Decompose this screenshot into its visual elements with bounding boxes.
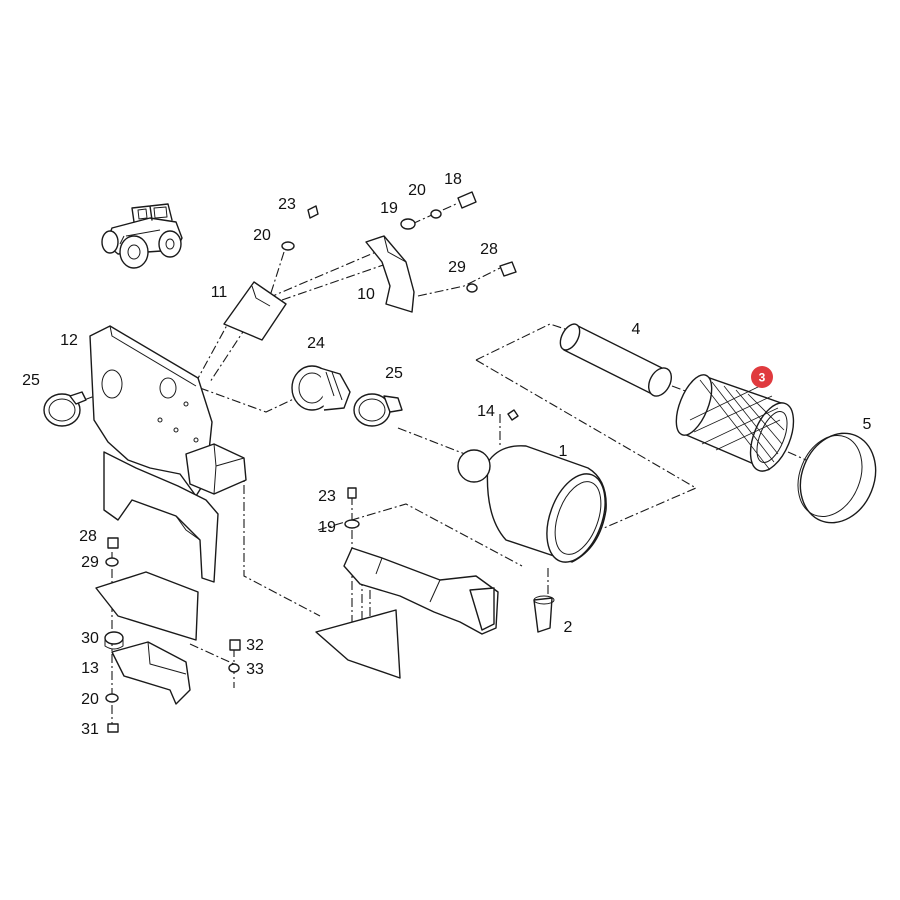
callout-3: 3 — [759, 371, 766, 385]
callout-29-top: 29 — [448, 259, 466, 276]
fasteners — [105, 191, 517, 733]
part-12-panel — [89, 325, 213, 497]
callout-24: 24 — [307, 335, 325, 352]
part-24-elbow-hose — [291, 365, 351, 411]
callout-18: 18 — [444, 171, 462, 188]
callout-4: 4 — [632, 321, 641, 338]
part-30-rubber-mount — [104, 631, 124, 650]
callout-20-upper-left: 20 — [253, 227, 271, 244]
part-mounting-bracket — [343, 547, 499, 635]
callout-25-right: 25 — [385, 365, 403, 382]
callout-14: 14 — [477, 403, 495, 420]
part-lower-shield — [103, 451, 219, 583]
part-5-end-cap — [797, 432, 877, 524]
tractor-icon — [101, 203, 183, 269]
callout-labels: 1 2 4 5 10 11 12 13 14 18 19 19 20 20 20… — [22, 171, 871, 738]
part-lower-plate — [95, 571, 199, 641]
callout-5: 5 — [863, 416, 872, 433]
callout-19-center: 19 — [318, 519, 336, 536]
callout-25-left: 25 — [22, 372, 40, 389]
part-mounting-plate — [315, 609, 401, 679]
callout-10: 10 — [357, 286, 375, 303]
callout-20-top: 20 — [408, 182, 426, 199]
callout-12: 12 — [60, 332, 78, 349]
part-air-duct — [185, 443, 247, 495]
callout-13: 13 — [81, 660, 99, 677]
callout-28-left: 28 — [79, 528, 97, 545]
highlight-badge-part-3[interactable]: 3 — [751, 366, 773, 388]
callout-33: 33 — [246, 661, 264, 678]
callout-23-center: 23 — [318, 488, 336, 505]
part-25-clamp-left — [43, 391, 87, 427]
callout-31: 31 — [81, 721, 99, 738]
part-1-filter-housing — [457, 409, 607, 563]
callout-28-top: 28 — [480, 241, 498, 258]
callout-32: 32 — [246, 637, 264, 654]
callout-19-top: 19 — [380, 200, 398, 217]
callout-29-left: 29 — [81, 554, 99, 571]
callout-11: 11 — [211, 284, 228, 301]
part-10-bracket — [365, 235, 415, 313]
part-3-mesh-filter-element — [675, 374, 795, 472]
callout-30: 30 — [81, 630, 99, 647]
part-2-valve — [533, 595, 555, 633]
callout-1: 1 — [559, 443, 568, 460]
callout-20-lower: 20 — [81, 691, 99, 708]
part-4-inner-filter — [559, 323, 672, 397]
part-13-bracket — [111, 641, 191, 705]
part-25-clamp-right — [353, 393, 403, 427]
part-11-bracket — [223, 281, 287, 341]
callout-23-top: 23 — [278, 196, 296, 213]
callout-2: 2 — [564, 619, 573, 636]
